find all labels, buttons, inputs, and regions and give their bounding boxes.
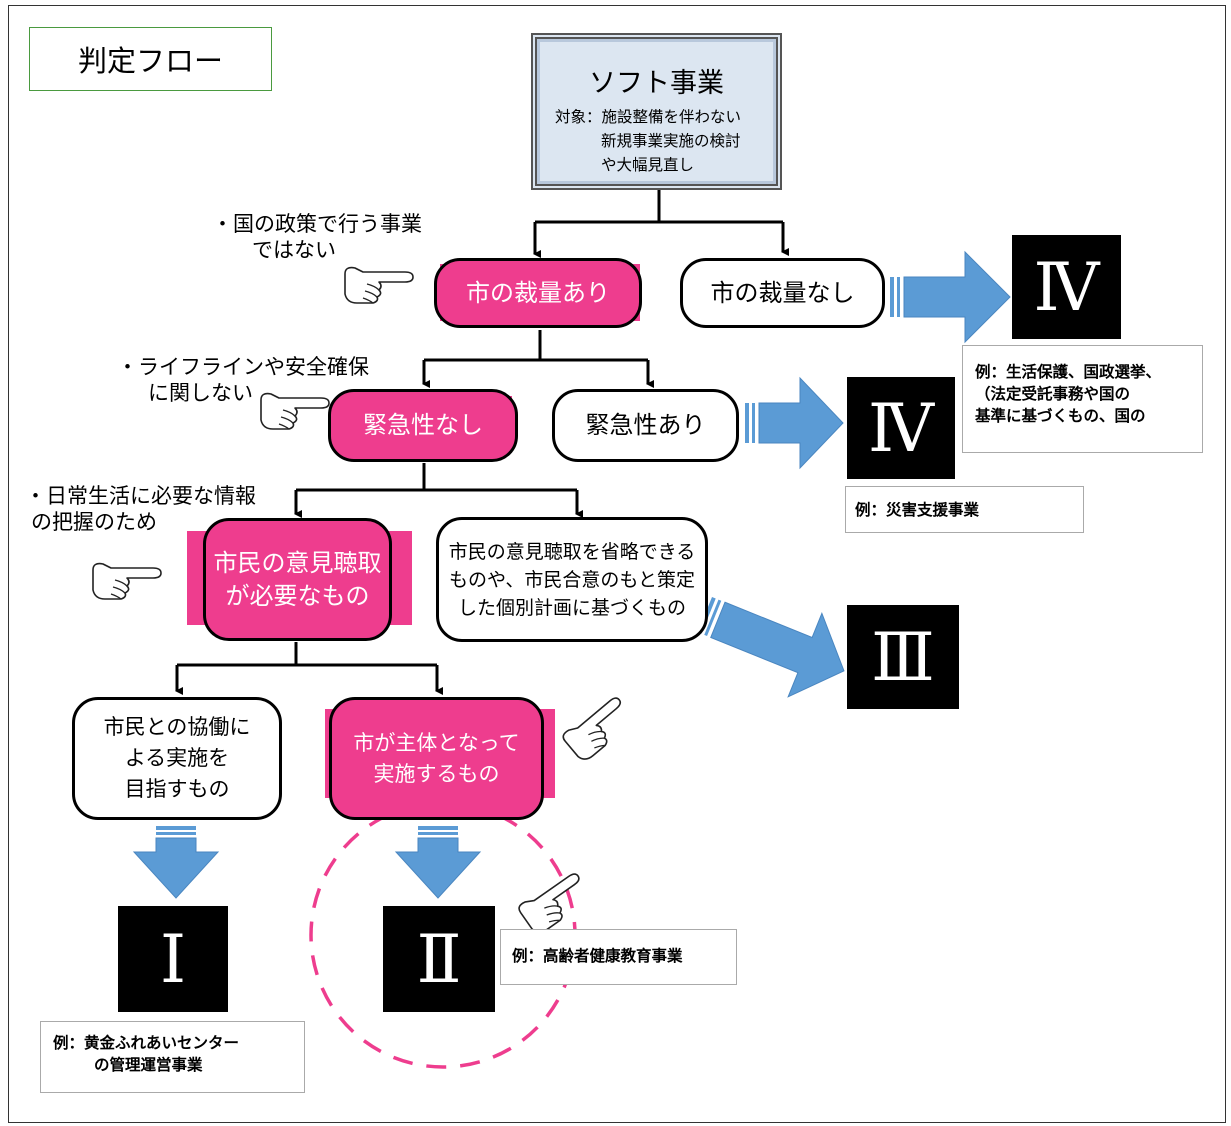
node-label: した個別計画に基づくもの [457, 596, 686, 619]
soft-project-box: ソフト事業 対象：施設整備を伴わない 新規事業実施の検討 や大幅見直し [531, 33, 782, 190]
node-label: 市民との協働に [103, 715, 251, 739]
node-urgency-no: 緊急性なし [328, 389, 518, 462]
node-label: が必要なもの [225, 581, 370, 610]
node-label: 実施するもの [373, 761, 500, 786]
soft-project-description: 対象：施設整備を伴わない 新規事業実施の検討 や大幅見直し [555, 105, 741, 177]
node-label: よる実施を [124, 746, 230, 770]
node-label: ものや、市民合意のもと策定 [448, 568, 696, 591]
soft-desc-line: 対象：施設整備を伴わない [555, 108, 742, 126]
example-text: 例：災害支援事業 [855, 501, 980, 519]
result-iv-mid: Ⅳ [847, 377, 955, 479]
soft-desc-line: 新規事業実施の検討 [601, 132, 741, 150]
example-text: 例：生活保護、国政選挙、 [975, 363, 1162, 381]
node-citizen-collaboration: 市民との協働に よる実施を 目指すもの [72, 697, 282, 820]
result-iii: Ⅲ [847, 605, 959, 709]
node-discretion-no: 市の裁量なし [680, 258, 885, 328]
soft-project-title: ソフト事業 [589, 68, 724, 99]
pointing-hand-icon [92, 562, 162, 600]
note-daily-life: ・日常生活に必要な情報 の把握のため [25, 483, 256, 535]
node-label: 市民の意見聴取 [213, 548, 382, 577]
diagram-frame [8, 5, 1226, 1123]
connector-discretion [422, 330, 654, 388]
example-i: 例：黄金ふれあいセンター の管理運営事業 [40, 1021, 305, 1093]
flow-title-text: 判定フロー [78, 44, 224, 78]
note-line: ではない [252, 238, 336, 262]
node-label: 緊急性なし [363, 411, 483, 439]
connector-opinion [175, 642, 443, 695]
node-city-main: 市が主体となって 実施するもの [329, 697, 544, 820]
node-discretion-yes: 市の裁量あり [434, 258, 642, 328]
node-label: 市の裁量あり [466, 278, 610, 307]
example-text: （法定受託事務や国の [975, 385, 1131, 403]
pointing-hand-icon [344, 266, 414, 304]
node-label: 市の裁量なし [710, 278, 855, 307]
result-label: Ⅳ [1033, 248, 1100, 326]
note-line: ・国の政策で行う事業 [212, 212, 422, 236]
arrow-to-iv-top [890, 250, 1011, 344]
node-opinion-needed: 市民の意見聴取 が必要なもの [203, 518, 392, 641]
soft-desc-line: や大幅見直し [601, 156, 695, 174]
pointing-hand-icon [516, 867, 594, 938]
note-line: ・ライフラインや安全確保 [117, 355, 369, 379]
arrow-to-iv-mid [745, 376, 844, 470]
example-iv-mid: 例：災害支援事業 [845, 486, 1084, 533]
note-line: に関しない [148, 381, 253, 405]
result-iv-top: Ⅳ [1012, 235, 1121, 339]
result-label: Ⅲ [871, 618, 935, 696]
result-label: Ⅰ [159, 920, 187, 998]
example-iv-top: 例：生活保護、国政選挙、 （法定受託事務や国の 基準に基づくもの、国の [962, 345, 1203, 453]
arrow-to-ii [394, 826, 482, 899]
node-label: 緊急性あり [585, 411, 706, 439]
note-national-policy: ・国の政策で行う事業 ではない [212, 211, 422, 263]
example-text: 例：高齢者健康教育事業 [512, 947, 683, 965]
example-text: の管理運営事業 [94, 1056, 203, 1074]
node-label: 目指すもの [124, 777, 230, 801]
result-ii: Ⅱ [383, 906, 495, 1012]
result-label: Ⅳ [868, 389, 934, 467]
arrow-to-iii [697, 597, 845, 698]
node-label: 市民の意見聴取を省略できる [448, 540, 696, 563]
arrow-to-i [132, 826, 220, 899]
example-ii: 例：高齢者健康教育事業 [500, 929, 737, 985]
result-i: Ⅰ [118, 906, 228, 1012]
example-text: 基準に基づくもの、国の [975, 407, 1146, 425]
note-line: ・日常生活に必要な情報 [25, 484, 256, 508]
node-opinion-omittable: 市民の意見聴取を省略できる ものや、市民合意のもと策定 した個別計画に基づくもの [436, 517, 708, 642]
connector-urgency [294, 463, 583, 518]
flow-title: 判定フロー [29, 27, 272, 91]
note-line: の把握のため [31, 510, 157, 534]
note-lifeline: ・ライフラインや安全確保 に関しない [117, 354, 369, 406]
node-urgency-yes: 緊急性あり [552, 389, 739, 462]
connector-soft [533, 190, 789, 258]
result-label: Ⅱ [416, 920, 462, 998]
node-label: 市が主体となって [353, 730, 520, 755]
example-text: 例：黄金ふれあいセンター [53, 1034, 240, 1052]
pointing-hand-icon [560, 691, 637, 765]
